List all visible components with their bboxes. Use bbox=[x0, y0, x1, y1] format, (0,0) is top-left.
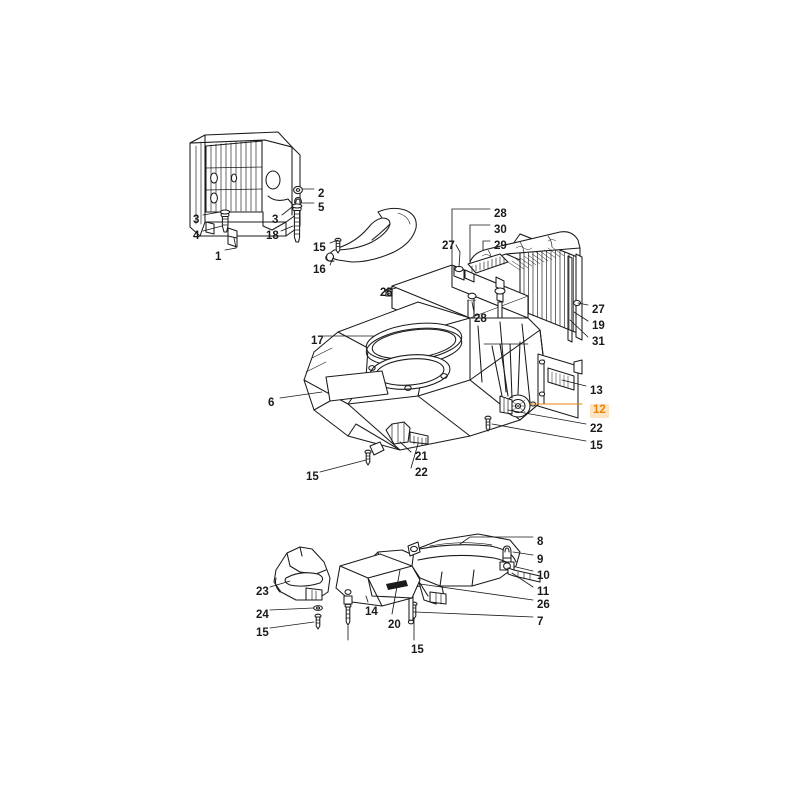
callout-28[interactable]: 28 bbox=[474, 313, 487, 325]
side-cover-plate-13 bbox=[537, 353, 583, 419]
main-deck-body bbox=[303, 301, 549, 466]
callout-26[interactable]: 26 bbox=[537, 599, 550, 611]
callout-2[interactable]: 2 bbox=[318, 188, 325, 200]
fastener-washer-3-left bbox=[219, 209, 231, 215]
callout-21[interactable]: 21 bbox=[415, 451, 428, 463]
callout-15[interactable]: 15 bbox=[590, 440, 603, 452]
callout-8[interactable]: 8 bbox=[537, 536, 544, 548]
callout-12[interactable]: 12 bbox=[590, 404, 609, 418]
callout-14[interactable]: 14 bbox=[365, 606, 378, 618]
callout-11[interactable]: 11 bbox=[537, 586, 550, 598]
callout-16[interactable]: 16 bbox=[313, 264, 326, 276]
callout-15[interactable]: 15 bbox=[411, 644, 424, 656]
radiator-grille-assembly bbox=[467, 231, 583, 343]
callout-9[interactable]: 9 bbox=[537, 554, 544, 566]
callout-30[interactable]: 30 bbox=[494, 224, 507, 236]
callout-19[interactable]: 19 bbox=[592, 320, 605, 332]
engine-block-assembly bbox=[189, 131, 301, 248]
callout-15[interactable]: 15 bbox=[306, 471, 319, 483]
callout-3[interactable]: 3 bbox=[193, 214, 200, 226]
fastener-springwasher-5 bbox=[294, 196, 302, 204]
cable-guard-16 bbox=[325, 207, 417, 263]
callout-13[interactable]: 13 bbox=[590, 385, 603, 397]
callout-27[interactable]: 27 bbox=[592, 304, 605, 316]
callout-27[interactable]: 27 bbox=[442, 240, 455, 252]
callout-22[interactable]: 22 bbox=[415, 467, 428, 479]
callout-5[interactable]: 5 bbox=[318, 202, 325, 214]
callout-20[interactable]: 20 bbox=[388, 619, 401, 631]
callout-29[interactable]: 29 bbox=[494, 240, 507, 252]
fastener-nut-2 bbox=[293, 185, 303, 195]
callout-31[interactable]: 31 bbox=[592, 336, 605, 348]
callout-24[interactable]: 24 bbox=[256, 609, 269, 621]
callout-1[interactable]: 1 bbox=[215, 251, 222, 263]
callout-4[interactable]: 4 bbox=[193, 230, 200, 242]
pulley-cluster-12 bbox=[491, 341, 531, 418]
callout-17[interactable]: 17 bbox=[311, 335, 324, 347]
callout-15[interactable]: 15 bbox=[256, 627, 269, 639]
callout-18[interactable]: 18 bbox=[266, 230, 279, 242]
fastener-pin-9 bbox=[502, 545, 512, 559]
fastener-screw-15-chute bbox=[314, 613, 322, 630]
callout-23[interactable]: 23 bbox=[256, 586, 269, 598]
fastener-clip-10 bbox=[499, 557, 515, 571]
callout-3[interactable]: 3 bbox=[272, 214, 279, 226]
callout-10[interactable]: 10 bbox=[537, 570, 550, 582]
fastener-washer-3-right bbox=[291, 203, 303, 209]
leader-lines bbox=[202, 188, 589, 641]
fastener-washer-24 bbox=[313, 605, 323, 611]
callout-7[interactable]: 7 bbox=[537, 616, 544, 628]
fastener-spring-11 bbox=[507, 567, 541, 583]
callout-22[interactable]: 22 bbox=[590, 423, 603, 435]
fastener-screw-15-rear bbox=[344, 603, 352, 626]
callout-28[interactable]: 28 bbox=[494, 208, 507, 220]
callout-15[interactable]: 15 bbox=[313, 242, 326, 254]
fastener-bolt-18 bbox=[292, 205, 302, 243]
callout-6[interactable]: 6 bbox=[268, 397, 275, 409]
callout-25[interactable]: 25 bbox=[380, 287, 393, 299]
chute-cover-23 bbox=[273, 546, 331, 601]
fastener-screw-15-right bbox=[484, 415, 492, 432]
